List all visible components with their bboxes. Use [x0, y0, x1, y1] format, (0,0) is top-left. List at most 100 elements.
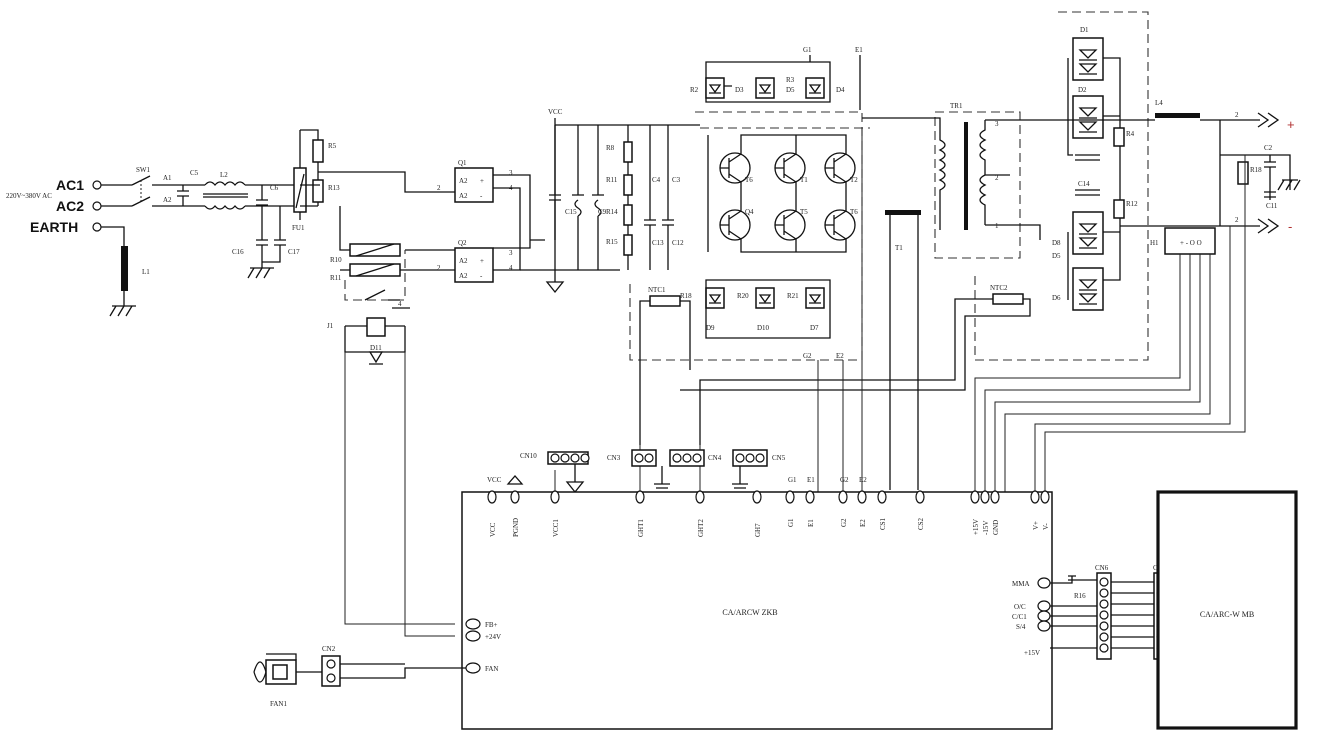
- svg-text:GND: GND: [992, 520, 1000, 535]
- sw1-label: SW1: [136, 166, 151, 174]
- ntc1-label: NTC1: [648, 286, 666, 294]
- ntc2: [992, 293, 1024, 305]
- positive-output-terminal: +: [1287, 117, 1295, 132]
- cn-aux-label: CN10: [520, 452, 537, 460]
- svg-text:Q1: Q1: [458, 159, 467, 167]
- svg-text:Q4: Q4: [745, 208, 754, 216]
- mma-pin-label: MMA: [1012, 580, 1030, 588]
- svg-text:G2: G2: [840, 518, 848, 527]
- svg-text:PGND: PGND: [512, 518, 520, 537]
- svg-text:VCC: VCC: [487, 476, 502, 484]
- vcc-bus-label: VCC: [548, 108, 563, 116]
- svg-text:C13: C13: [652, 239, 664, 247]
- svg-text:VCC: VCC: [489, 522, 497, 537]
- r11-label: R11: [330, 274, 342, 282]
- control-board-outline: [1156, 490, 1298, 730]
- 15v-pin-label: +15V: [1024, 649, 1040, 657]
- svg-text:C2: C2: [1264, 144, 1273, 152]
- ac2-terminal: [92, 201, 102, 211]
- cn2-label: CN2: [322, 645, 336, 653]
- l2-label: L2: [220, 171, 228, 179]
- control-board: CA/ARC-W MB: [1156, 490, 1298, 730]
- main-board-outline: [461, 491, 1053, 730]
- svg-text:FU1: FU1: [292, 224, 305, 232]
- svg-text:C15: C15: [565, 208, 577, 216]
- svg-text:C3: C3: [672, 176, 681, 184]
- svg-text:A2: A2: [459, 272, 468, 280]
- d10-label: D10: [757, 324, 770, 332]
- c5-label: C5: [190, 169, 199, 177]
- svg-text:GHT1: GHT1: [637, 519, 645, 537]
- svg-text:R16: R16: [1074, 592, 1086, 600]
- svg-text:D5: D5: [786, 86, 795, 94]
- d3-label: D3: [735, 86, 744, 94]
- board-link: CN6 CN7 R16: [1050, 564, 1175, 660]
- earth-terminal: [92, 222, 102, 232]
- top-pin-labels: VCC PGND VCC1 GHT1 GHT2 GH7 G1 E1 G2 E2 …: [489, 517, 1050, 537]
- c17-label: C17: [288, 248, 300, 256]
- svg-text:A2: A2: [163, 196, 172, 204]
- svg-text:R4: R4: [1126, 130, 1135, 138]
- l4-label: L4: [1155, 99, 1163, 107]
- svg-text:E2: E2: [836, 352, 844, 360]
- c11-label: C11: [1266, 202, 1278, 210]
- svg-text:4: 4: [509, 264, 513, 272]
- r5-label: R5: [328, 142, 337, 150]
- d1-label: D1: [1080, 26, 1089, 34]
- oc-pin-label: O/C: [1014, 603, 1026, 611]
- r14-label: R14: [606, 208, 618, 216]
- svg-text:T1: T1: [800, 176, 808, 184]
- fb-pin-label: FB+: [485, 621, 498, 629]
- svg-text:G2: G2: [803, 352, 812, 360]
- svg-text:V-: V-: [1042, 523, 1050, 530]
- r11-bus-label: R11: [606, 176, 618, 184]
- svg-text:-: -: [480, 192, 483, 200]
- svg-text:-: -: [480, 272, 483, 280]
- d6-label: D6: [1052, 294, 1061, 302]
- svg-text:GH7: GH7: [754, 523, 762, 537]
- d5-label: D5: [1052, 252, 1061, 260]
- svg-text:3: 3: [509, 249, 513, 257]
- svg-text:E1: E1: [807, 519, 815, 527]
- svg-text:A2: A2: [459, 257, 468, 265]
- relay-coil: [366, 317, 386, 337]
- r10-bus-label: R8: [606, 144, 615, 152]
- r12-label: R12: [1126, 200, 1138, 208]
- input-voltage-label: 220V~380V AC: [6, 192, 52, 200]
- earth-label: EARTH: [30, 219, 78, 235]
- svg-text:2: 2: [437, 184, 441, 192]
- svg-text:2: 2: [437, 264, 441, 272]
- svg-text:E2: E2: [859, 519, 867, 527]
- fan-motor: [265, 659, 297, 685]
- svg-text:R20: R20: [737, 292, 749, 300]
- output-rectifier: D1 D2 D5 D6 R4 R12 C14 D8 L4 2 + H1 + - …: [680, 11, 1301, 445]
- svg-text:-15V: -15V: [982, 521, 990, 535]
- svg-text:T2: T2: [850, 176, 858, 184]
- svg-text:Q2: Q2: [458, 239, 467, 247]
- svg-text:3: 3: [995, 120, 999, 128]
- d11-label: D11: [370, 344, 382, 352]
- j1-label: J1: [327, 322, 334, 330]
- cn5-label: CN5: [772, 454, 786, 462]
- r15-label: R15: [606, 238, 618, 246]
- negative-output-terminal: -: [1288, 219, 1292, 234]
- r5-resistor: [312, 139, 324, 163]
- cn3-label: CN3: [607, 454, 621, 462]
- c16-label: C16: [232, 248, 244, 256]
- d9-label: D9: [706, 324, 715, 332]
- ac1-label: AC1: [56, 177, 84, 193]
- top-pins: [487, 490, 1050, 504]
- fan-assembly: FAN1 CN2: [253, 645, 466, 708]
- svg-text:+ - O O: + - O O: [1180, 239, 1202, 247]
- d7-label: D7: [810, 324, 819, 332]
- r13-resistor: [312, 179, 324, 203]
- svg-text:T5: T5: [800, 208, 808, 216]
- svg-text:G2: G2: [840, 476, 849, 484]
- d4-label: D4: [836, 86, 845, 94]
- transformer-section: TR1 321 T1: [862, 102, 1041, 490]
